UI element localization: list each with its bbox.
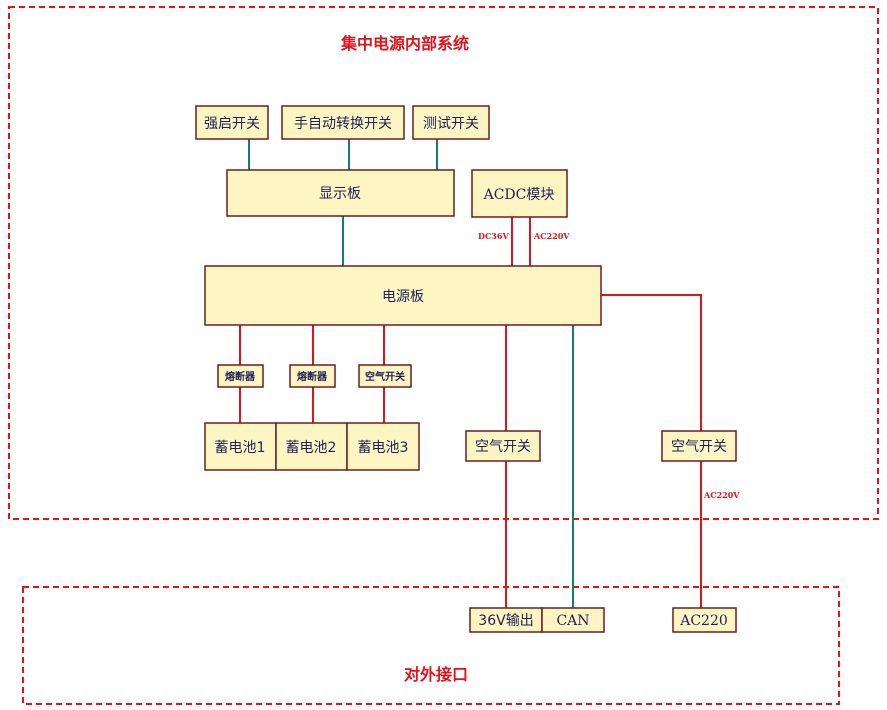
fuse-2-box bbox=[289, 364, 336, 388]
battery-3-label: 蓄电池3 bbox=[358, 440, 409, 456]
battery-2-label: 蓄电池2 bbox=[286, 440, 337, 456]
can-box bbox=[541, 607, 605, 633]
output-36v-label: 36V输出 bbox=[478, 613, 533, 629]
ac220-box bbox=[672, 607, 737, 633]
test-switch-label: 测试开关 bbox=[423, 116, 479, 132]
ac220-label: AC220 bbox=[679, 613, 728, 629]
battery-2-box bbox=[275, 422, 348, 471]
display-board-label: 显示板 bbox=[319, 186, 361, 202]
ac220v-right-label: AC220V bbox=[703, 490, 740, 500]
ac220-feed-line bbox=[601, 294, 702, 431]
battery-1-box bbox=[204, 422, 277, 471]
ac220v-top-label: AC220V bbox=[533, 231, 570, 241]
external-interface-frame bbox=[22, 586, 840, 705]
display-board-box bbox=[226, 169, 455, 217]
air-switch-mid-label: 空气开关 bbox=[475, 439, 531, 455]
air-switch-right-box bbox=[661, 430, 737, 462]
acdc-module-box bbox=[471, 169, 568, 218]
air-switch-mid-box bbox=[465, 430, 541, 462]
fuse-2-label: 熔断器 bbox=[297, 370, 328, 383]
force-start-switch-label: 强启开关 bbox=[204, 116, 260, 132]
manual-auto-switch-box bbox=[281, 105, 405, 140]
can-label: CAN bbox=[556, 613, 589, 629]
output-36v-box bbox=[469, 607, 543, 633]
fuse-1-label: 熔断器 bbox=[225, 370, 256, 383]
dc36v-label: DC36V bbox=[478, 231, 509, 241]
manual-auto-switch-label: 手自动转换开关 bbox=[294, 115, 392, 132]
air-switch-small-box bbox=[358, 364, 412, 388]
air-switch-small-label: 空气开关 bbox=[365, 370, 405, 383]
air-switch-right-label: 空气开关 bbox=[671, 439, 727, 455]
acdc-module-label: ACDC模块 bbox=[483, 187, 555, 203]
power-board-label: 电源板 bbox=[382, 289, 424, 305]
battery-1-label: 蓄电池1 bbox=[215, 440, 266, 456]
internal-system-title: 集中电源内部系统 bbox=[340, 34, 469, 53]
battery-3-box bbox=[346, 422, 420, 471]
test-switch-box bbox=[412, 105, 490, 140]
force-start-switch-box bbox=[195, 105, 269, 140]
power-board-box bbox=[204, 265, 602, 326]
internal-system-frame bbox=[8, 6, 879, 520]
external-interface-title: 对外接口 bbox=[404, 665, 468, 684]
fuse-1-box bbox=[217, 364, 264, 388]
